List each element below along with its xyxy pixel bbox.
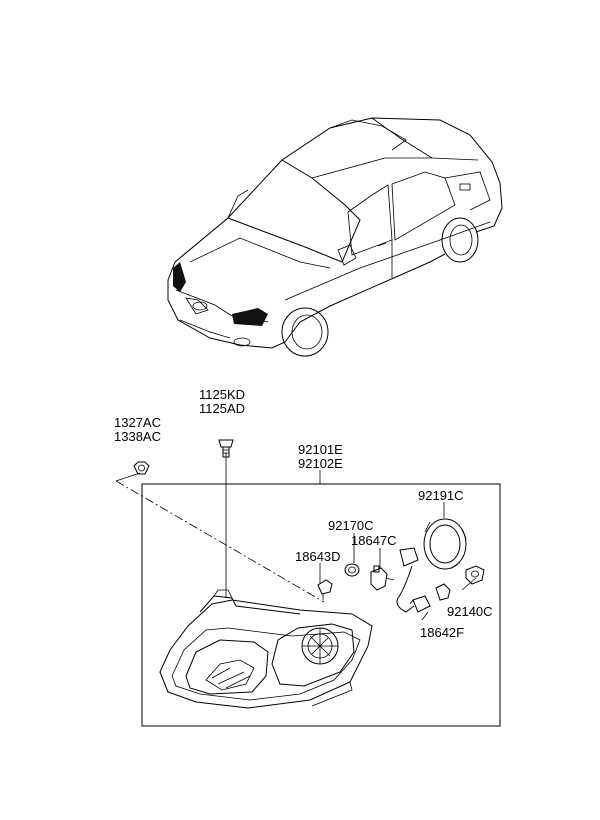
label-92170C: 92170C (328, 518, 374, 533)
assembly-frame (141, 483, 501, 727)
label-92102E: 92102E (298, 456, 343, 471)
leader-lines (115, 453, 477, 621)
label-18643D: 18643D (295, 549, 341, 564)
label-1125AD: 1125AD (199, 401, 245, 416)
label-1125KD: 1125KD (199, 387, 245, 402)
label-92140C: 92140C (447, 604, 493, 619)
part-labels: 1125KD 1125AD 1327AC 1338AC 92101E 92102… (114, 387, 493, 640)
side-bulb-icon (317, 579, 333, 600)
h-bulb-icon (370, 565, 395, 591)
label-1338AC: 1338AC (114, 429, 161, 444)
label-92101E: 92101E (298, 442, 343, 457)
headlamp-assembly (159, 589, 373, 709)
dust-cap-icon (423, 518, 467, 570)
nut-icon (133, 461, 150, 475)
label-18642F: 18642F (420, 625, 464, 640)
wedge-bulb-icon (435, 583, 451, 601)
label-18647C: 18647C (351, 533, 397, 548)
label-92191C: 92191C (418, 488, 464, 503)
wiring-harness-icon (396, 547, 431, 613)
label-1327AC: 1327AC (114, 415, 161, 430)
car-illustration (167, 117, 503, 357)
bolt-icon (218, 439, 234, 458)
side-socket-icon (465, 565, 485, 585)
socket-icon (344, 563, 360, 577)
